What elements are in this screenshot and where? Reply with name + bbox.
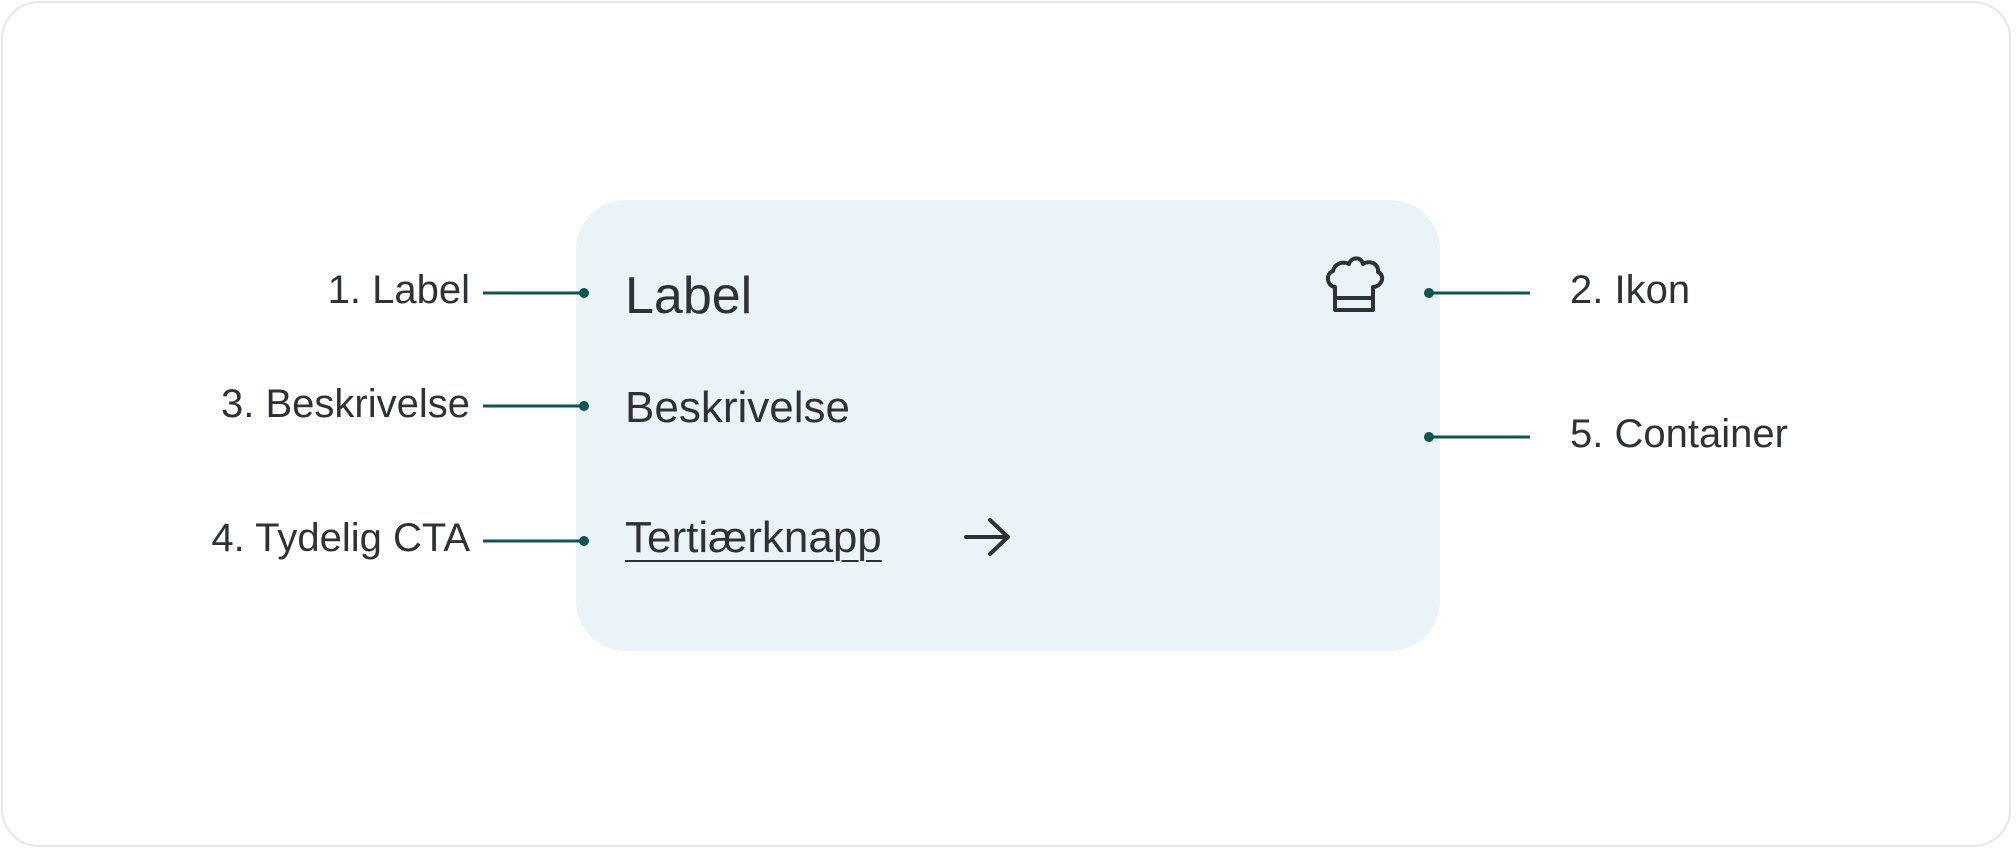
arrow-right-icon[interactable] — [962, 515, 1014, 559]
card-label: Label — [625, 267, 753, 325]
card-container — [576, 200, 1440, 651]
annotation-description: 3. Beskrivelse — [221, 382, 470, 426]
card-description: Beskrivelse — [625, 383, 850, 432]
annotation-container: 5. Container — [1570, 412, 1788, 456]
annotation-icon: 2. Ikon — [1570, 268, 1691, 312]
chef-hat-icon — [1326, 256, 1385, 312]
annotation-label: 1. Label — [327, 268, 470, 312]
tertiary-button[interactable]: Tertiærknapp — [625, 513, 882, 562]
annotation-cta: 4. Tydelig CTA — [211, 516, 470, 560]
